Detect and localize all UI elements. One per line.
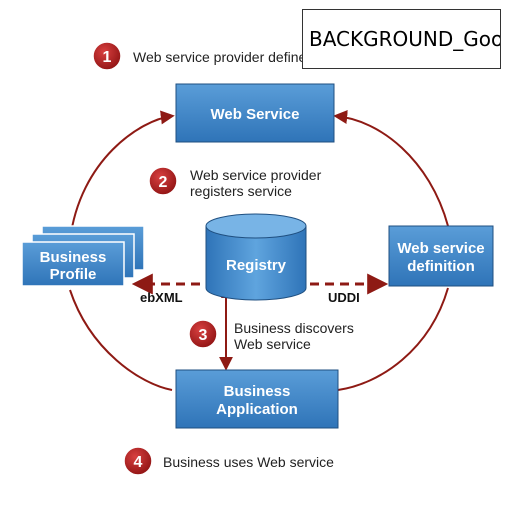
step-4: 4 Business uses Web service [123, 446, 334, 476]
step-4-text: Business uses Web service [163, 454, 334, 470]
step-3-text-line1: Business discovers [234, 320, 354, 336]
step-2: 2 Web service provider registers service [148, 166, 322, 199]
application-label-line1: Business [224, 383, 291, 400]
business-profile-label-line1: Business [40, 249, 107, 266]
step-1-number: 1 [103, 49, 112, 66]
step-2-text-line2: registers service [190, 183, 292, 199]
arc-definition-to-webservice [333, 110, 449, 227]
step-3-badge [188, 319, 218, 349]
arc-profile-to-webservice [69, 110, 175, 241]
step-2-text-line1: Web service provider [190, 167, 322, 183]
step-3-text-line2: Web service [234, 336, 311, 352]
registry-node: Registry [205, 213, 307, 301]
business-profile-label-line2: Profile [50, 266, 97, 283]
application-label-line2: Application [216, 401, 298, 418]
step-1-badge [92, 41, 122, 71]
business-profile-node: Business Profile [21, 225, 145, 287]
definition-label-line1: Web service [397, 240, 484, 257]
step-4-badge [123, 446, 153, 476]
web-service-definition-node: Web service definition [388, 225, 494, 287]
background-tag-overlay: BACKGROUND_Google [302, 9, 501, 69]
web-service-node: Web Service [175, 83, 335, 143]
web-service-label: Web Service [211, 106, 300, 123]
step-4-number: 4 [134, 454, 143, 471]
step-1-text: Web service provider defines [133, 49, 313, 65]
business-application-node: Business Application [175, 369, 339, 429]
registry-label: Registry [226, 257, 287, 274]
step-3: 3 Business discovers Web service [188, 319, 354, 352]
arc-profile-to-application [69, 289, 173, 391]
step-1: 1 Web service provider defines [92, 41, 313, 71]
step-3-number: 3 [199, 327, 208, 344]
ebxml-label: ebXML [140, 290, 183, 305]
arc-definition-to-application [337, 287, 449, 391]
definition-label-line2: definition [407, 258, 475, 275]
uddi-label: UDDI [328, 290, 360, 305]
step-2-badge [148, 166, 178, 196]
step-2-number: 2 [159, 174, 168, 191]
